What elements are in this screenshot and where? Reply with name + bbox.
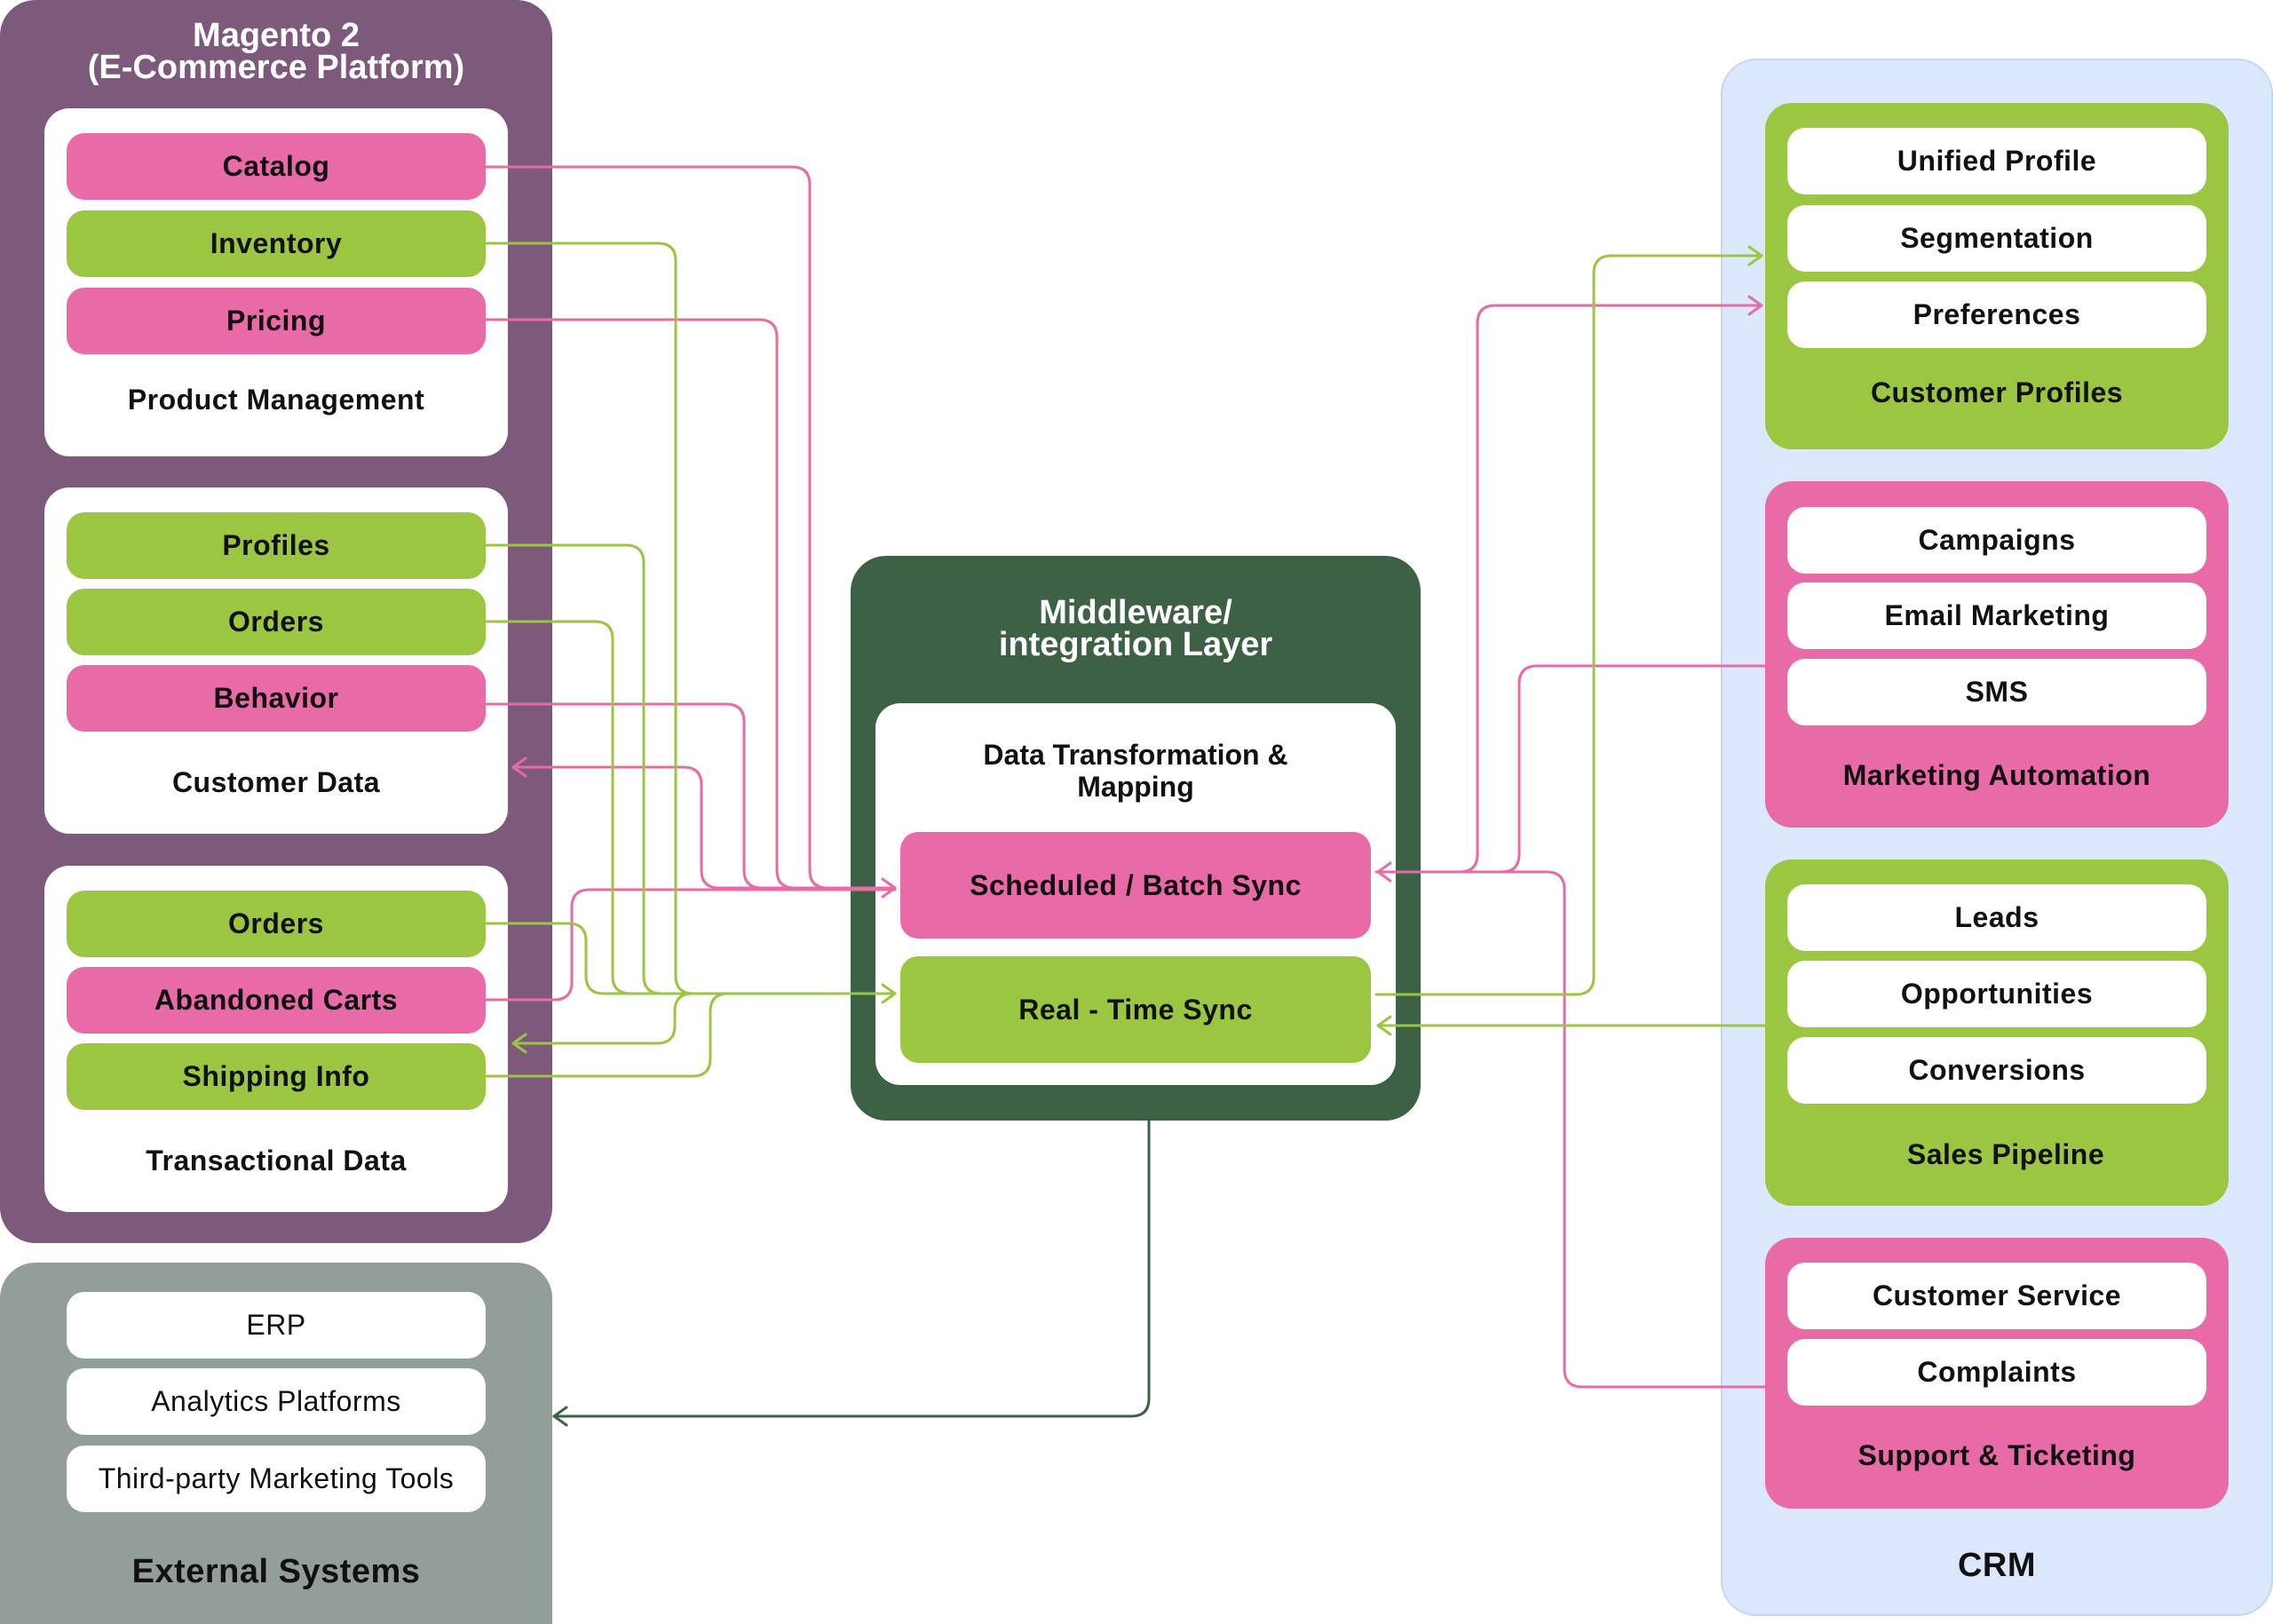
arrow-realtime-right-in [1376,1015,1392,1036]
arrow-realtime-in [881,983,897,1004]
customer-profiles-label: Customer Profiles [1870,376,2124,408]
opportunities-item[interactable]: Opportunities [1787,961,2206,1027]
realtime-to-segmentation-line [1374,254,1763,996]
marketing-automation-label: Marketing Automation [1842,758,2151,791]
sales-pipeline-label: Sales Pipeline [1906,1137,2105,1170]
middleware-title-line1: Middleware/ [1039,594,1232,631]
pricing-to-batch-line [484,318,897,890]
support-ticketing-label: Support & Ticketing [1857,1438,2136,1471]
leads-item[interactable]: Leads [1787,884,2206,951]
arrow-transactional-in [511,1033,527,1054]
abandoned-carts-item[interactable]: Abandoned Carts [67,967,486,1034]
inventory-item[interactable]: Inventory [67,210,486,277]
pricing-item[interactable]: Pricing [67,288,486,354]
arrow-batch-in [881,877,897,899]
sms-item[interactable]: SMS [1787,659,2206,725]
complaints-item[interactable]: Complaints [1787,1339,2206,1406]
conversions-item[interactable]: Conversions [1787,1037,2206,1104]
email-marketing-item[interactable]: Email Marketing [1787,582,2206,649]
profiles-to-realtime-line [484,543,897,995]
third-party-marketing-item[interactable]: Third-party Marketing Tools [67,1446,486,1512]
transaction-orders-to-realtime-line [484,922,897,995]
campaigns-item[interactable]: Campaigns [1787,507,2206,574]
arrow-preferences-in [1747,295,1763,316]
transaction-orders-item[interactable]: Orders [67,891,486,957]
erp-item[interactable]: ERP [67,1292,486,1359]
external-systems-title: External Systems [131,1552,421,1590]
profiles-item[interactable]: Profiles [67,512,486,579]
arrow-batch-right-in [1376,861,1392,883]
crm-title: CRM [1957,1546,2037,1584]
behavior-to-batch-line [484,702,897,890]
customer-data-label: Customer Data [171,765,381,798]
catalog-item[interactable]: Catalog [67,133,486,200]
middleware-to-external-line [552,1119,1151,1418]
magento-title-line1: Magento 2 [193,17,360,54]
batch-sync-box[interactable]: Scheduled / Batch Sync [900,832,1371,939]
segmentation-item[interactable]: Segmentation [1787,205,2206,272]
transactional-data-label: Transactional Data [146,1144,407,1176]
data-transformation-line2: Mapping [1077,771,1194,803]
shipping-info-item[interactable]: Shipping Info [67,1043,486,1110]
catalog-to-batch-line [484,165,897,890]
shipping-to-realtime-line [484,992,897,1078]
abandoned-carts-to-batch-line [484,888,897,1002]
arrow-customer-data-in [511,757,527,778]
magento-title-line2: (E-Commerce Platform) [87,49,465,86]
middleware-title-line2: integration Layer [998,626,1273,663]
inventory-to-realtime-line [484,242,897,995]
behavior-item[interactable]: Behavior [67,665,486,732]
preferences-item[interactable]: Preferences [1787,281,2206,348]
arrow-external-in [552,1406,568,1427]
marketing-to-batch-line [1376,664,1767,874]
data-transformation-line1: Data Transformation & [983,739,1288,771]
realtime-to-transactional-line [511,992,897,1045]
batch-to-preferences-line [1374,304,1763,874]
orders-item[interactable]: Orders [67,589,486,655]
batch-to-customer-data-line [511,765,897,890]
orders-to-realtime-line [484,620,897,995]
magento-title: Magento 2 (E-Commerce Platform) [0,17,552,86]
unified-profile-item[interactable]: Unified Profile [1787,128,2206,194]
analytics-platforms-item[interactable]: Analytics Platforms [67,1368,486,1435]
support-to-batch-line [1376,870,1767,1389]
product-management-label: Product Management [127,383,425,416]
arrow-segmentation-in [1747,245,1763,266]
realtime-sync-box[interactable]: Real - Time Sync [900,956,1371,1063]
middleware-title: Middleware/ integration Layer [851,594,1421,663]
customer-service-item[interactable]: Customer Service [1787,1263,2206,1329]
data-transformation-title: Data Transformation & Mapping [875,739,1396,803]
